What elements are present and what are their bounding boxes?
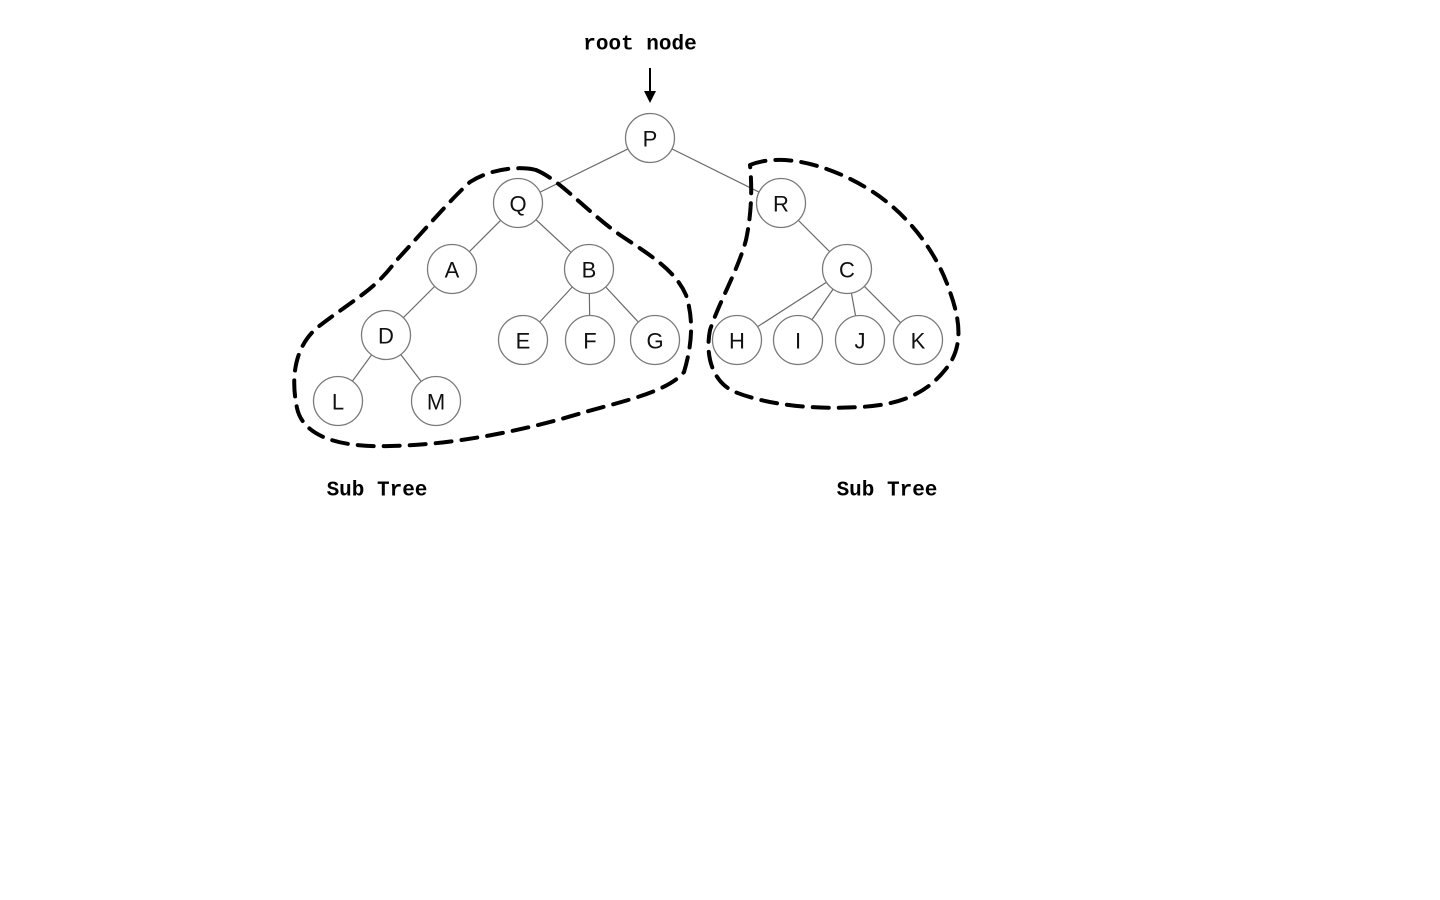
node-c: C (821, 243, 873, 295)
node-circle-i (772, 314, 824, 366)
node-d: D (360, 309, 412, 361)
node-label-m: M (427, 390, 445, 415)
node-circle-q (492, 177, 544, 229)
node-k: K (892, 314, 944, 366)
left-subtree-outline (292, 166, 694, 449)
node-q: Q (492, 177, 544, 229)
node-g: G (629, 314, 681, 366)
node-p: P (624, 112, 676, 164)
node-f: F (564, 314, 616, 366)
node-label-c: C (839, 258, 855, 283)
node-e: E (497, 314, 549, 366)
node-label-b: B (582, 258, 597, 283)
node-circle-k (892, 314, 944, 366)
node-circle-e (497, 314, 549, 366)
node-label-j: J (855, 329, 866, 354)
node-circle-r (755, 177, 807, 229)
right-subtree-outline (706, 157, 961, 410)
left-subtree-label: Sub Tree (327, 480, 428, 503)
node-label-f: F (583, 329, 596, 354)
node-l: L (312, 375, 364, 427)
nodes-layer: P Q R A B C D E F G H I J K L M (312, 112, 944, 427)
right-subtree-label: Sub Tree (837, 480, 938, 503)
node-label-l: L (332, 390, 344, 415)
node-a: A (426, 243, 478, 295)
node-circle-l (312, 375, 364, 427)
node-label-k: K (911, 329, 926, 354)
node-circle-f (564, 314, 616, 366)
node-label-q: Q (509, 192, 526, 217)
node-circle-p (624, 112, 676, 164)
node-r: R (755, 177, 807, 229)
node-j: J (834, 314, 886, 366)
node-i: I (772, 314, 824, 366)
node-circle-a (426, 243, 478, 295)
node-circle-g (629, 314, 681, 366)
node-label-a: A (445, 258, 460, 283)
node-circle-c (821, 243, 873, 295)
root-arrow-head (644, 91, 656, 103)
node-label-i: I (795, 329, 801, 354)
node-label-r: R (773, 192, 789, 217)
node-label-e: E (516, 329, 531, 354)
node-b: B (563, 243, 615, 295)
node-circle-m (410, 375, 462, 427)
node-label-p: P (643, 127, 658, 152)
node-circle-j (834, 314, 886, 366)
node-label-d: D (378, 324, 394, 349)
node-label-h: H (729, 329, 745, 354)
node-h: H (711, 314, 763, 366)
root-node-label: root node (583, 34, 696, 57)
node-circle-d (360, 309, 412, 361)
node-m: M (410, 375, 462, 427)
node-label-g: G (646, 329, 663, 354)
node-circle-h (711, 314, 763, 366)
node-circle-b (563, 243, 615, 295)
